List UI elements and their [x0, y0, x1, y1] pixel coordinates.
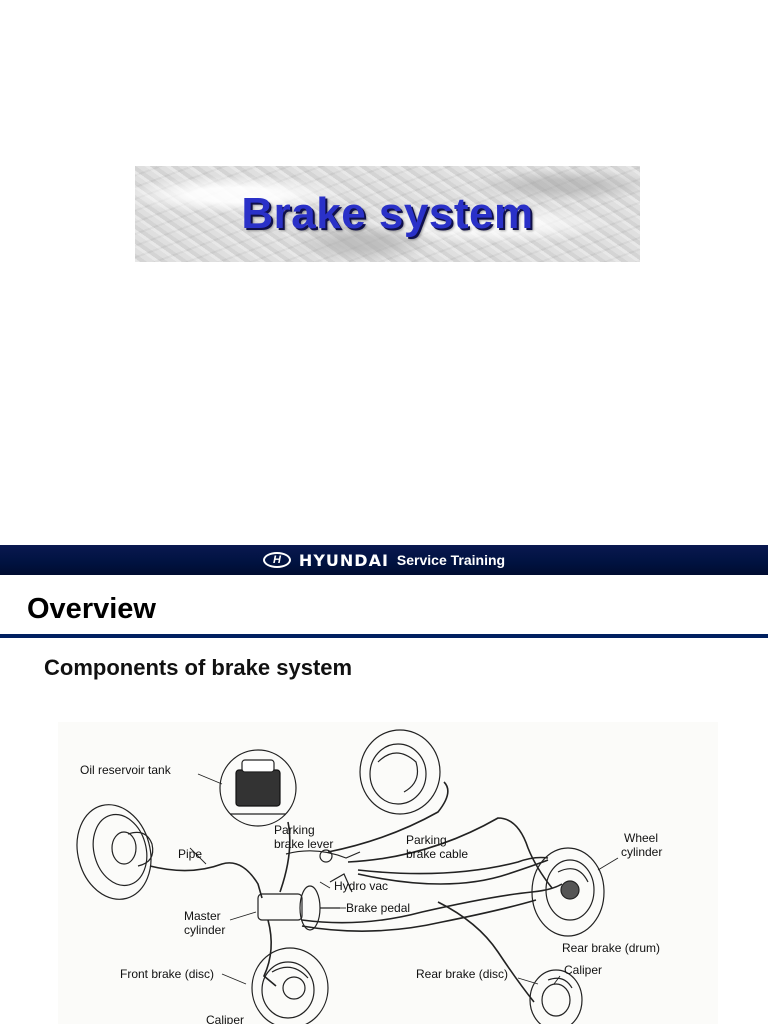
oil-reservoir-detail [219, 749, 297, 827]
header-suffix: Service Training [396, 552, 506, 568]
title-slide: Brake system [135, 166, 640, 262]
label-caliper-rear: Caliper [564, 963, 602, 977]
brake-pipes [149, 781, 563, 1003]
label-pipe: Pipe [178, 847, 202, 861]
slide-title: Brake system [241, 189, 534, 238]
rear-left-wheel [359, 729, 441, 815]
label-front-brake-disc: Front brake (disc) [120, 967, 214, 981]
logo-letter: H [272, 553, 281, 566]
label-rear-brake-disc: Rear brake (disc) [416, 967, 508, 981]
label-hydro-vac: Hydro vac [334, 879, 388, 893]
label-rear-brake-drum: Rear brake (drum) [562, 941, 660, 955]
label-parking-lever-2: brake lever [274, 837, 333, 851]
label-caliper-front: Caliper [206, 1013, 244, 1024]
rear-disc-detail [529, 969, 583, 1024]
label-master-cylinder-2: cylinder [184, 923, 225, 937]
title-banner: Brake system [135, 166, 640, 262]
label-parking-cable-2: brake cable [406, 847, 468, 861]
front-right-wheel [251, 947, 329, 1024]
label-brake-pedal: Brake pedal [346, 901, 410, 915]
title-divider [0, 634, 768, 638]
leader-lines [189, 773, 619, 985]
page-title: Overview [27, 593, 156, 625]
label-parking-lever-1: Parking [274, 823, 315, 837]
hyundai-logo-icon: H [262, 552, 291, 568]
overview-slide: H HYUNDAI Service Training Overview Comp… [0, 545, 768, 1024]
label-parking-cable-1: Parking [406, 833, 447, 847]
label-oil-reservoir: Oil reservoir tank [80, 763, 172, 777]
label-master-cylinder-1: Master [184, 909, 221, 923]
brand-name: HYUNDAI [298, 550, 389, 570]
label-wheel-cylinder-2: cylinder [621, 845, 662, 859]
front-left-wheel [76, 804, 154, 900]
label-wheel-cylinder-1: Wheel [624, 831, 658, 845]
brake-system-diagram: Oil reservoir tank Parking brake lever P… [58, 722, 718, 1024]
header-bar: H HYUNDAI Service Training [0, 545, 768, 575]
parking-lever [285, 849, 361, 863]
section-subtitle: Components of brake system [44, 655, 353, 680]
diagram-svg: Oil reservoir tank Parking brake lever P… [76, 729, 662, 1024]
